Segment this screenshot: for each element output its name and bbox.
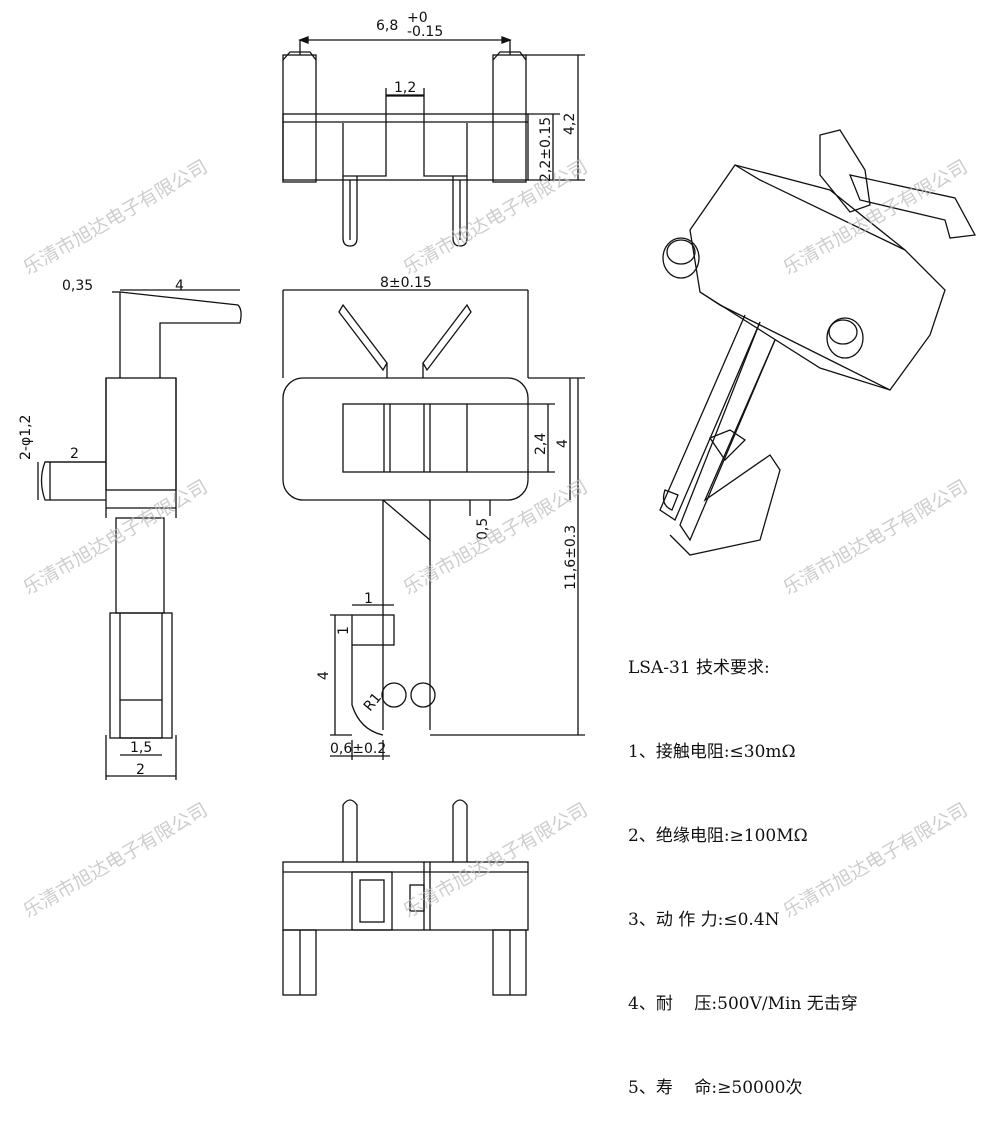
front-view [282, 289, 585, 760]
spec-item-5: 5、寿 命:≥50000次 [628, 1078, 803, 1098]
watermark-3: 乐清市旭达电子有限公司 [780, 156, 972, 280]
dim-thickness: 0,6±0.2 [330, 741, 386, 757]
spec-item-4: 4、耐 压:500V/Min 无击穿 [628, 994, 858, 1014]
dim-hook-w: 1 [364, 591, 373, 607]
dim-top-width: 6,8 [376, 18, 398, 34]
dim-hook-len: 4 [316, 671, 332, 680]
dim-height-total: 4,2 [562, 113, 578, 135]
dim-slot-width: 1,2 [394, 80, 416, 96]
dim-height-partial: 2,2±0.15 [538, 117, 554, 182]
spec-item-2: 2、绝缘电阻:≥100MΩ [628, 826, 808, 846]
top-view [282, 36, 585, 247]
side-view [37, 289, 242, 780]
dim-bottom-outer: 2 [136, 762, 145, 778]
watermark-6: 乐清市旭达电子有限公司 [780, 476, 972, 600]
dim-side-thickness: 0,35 [62, 278, 93, 294]
dim-hook-h: 1 [336, 626, 352, 635]
watermark-7: 乐清市旭达电子有限公司 [20, 799, 212, 923]
dim-front-width: 8±0.15 [380, 275, 432, 291]
dim-pin-label: 2-φ1,2 [18, 415, 34, 460]
dim-total-len: 11,6±0.3 [563, 525, 579, 590]
dim-window-h: 2,4 [533, 433, 549, 455]
watermark-8: 乐清市旭达电子有限公司 [400, 799, 592, 923]
bottom-view [282, 799, 529, 996]
dimension-labels: 6,8 +0 -0.15 1,2 4,2 2,2±0.15 0,35 4 2-φ… [18, 10, 579, 778]
dim-body-h: 4 [555, 439, 571, 448]
spec-item-1: 1、接触电阻:≤30mΩ [628, 742, 796, 762]
watermark-2: 乐清市旭达电子有限公司 [400, 156, 592, 280]
dim-top-width-tol-upper: +0 [407, 10, 428, 26]
dim-pin-len: 2 [70, 446, 79, 462]
watermark-1: 乐清市旭达电子有限公司 [20, 156, 212, 280]
dim-radius: R1 [361, 690, 385, 715]
dim-bottom-inner: 1,5 [130, 740, 152, 756]
technical-drawing: 6,8 +0 -0.15 1,2 4,2 2,2±0.15 0,35 4 2-φ… [18, 10, 977, 996]
dim-gap: 0,5 [475, 518, 491, 540]
specs-title: LSA-31 技术要求: [628, 658, 770, 678]
dim-top-width-tol-lower: -0.15 [407, 24, 443, 40]
dim-side-lever-len: 4 [175, 278, 184, 294]
isometric-view [659, 129, 977, 556]
tech-requirements: LSA-31 技术要求: 1、接触电阻:≤30mΩ 2、绝缘电阻:≥100MΩ … [628, 598, 858, 1130]
spec-item-3: 3、动 作 力:≤0.4N [628, 910, 780, 930]
